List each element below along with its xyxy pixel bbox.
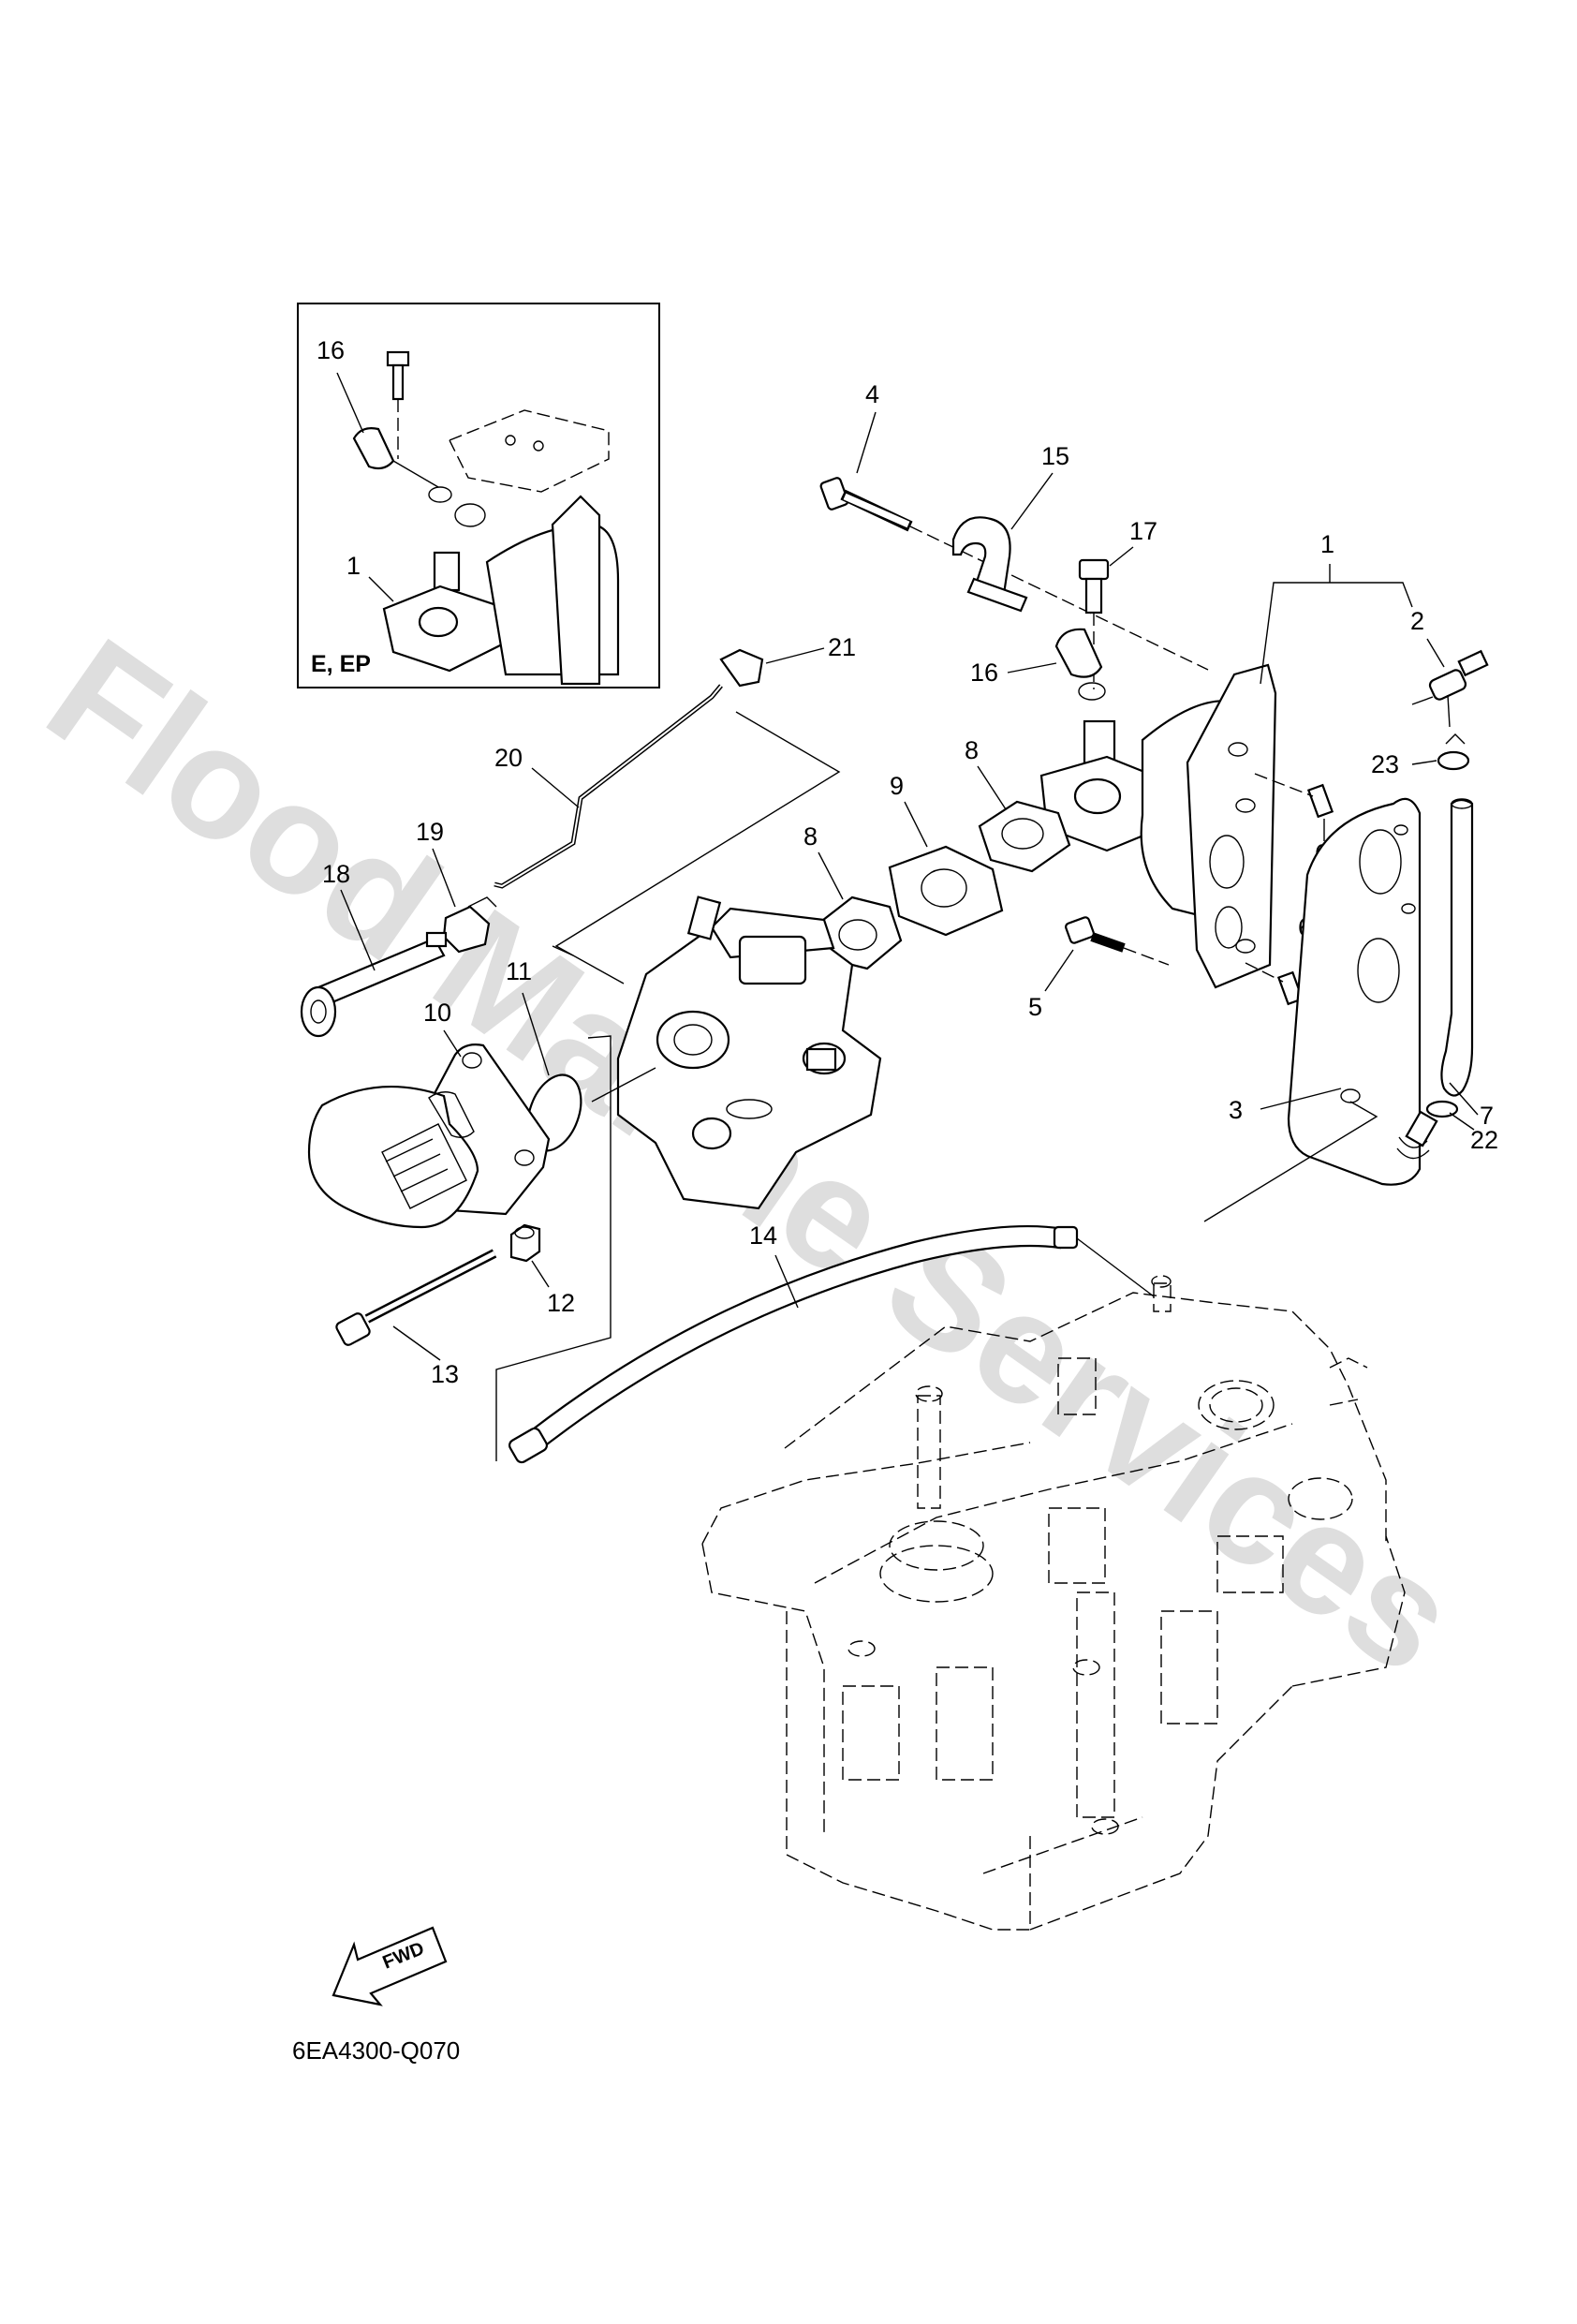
part-clip-23: [1437, 733, 1470, 771]
callout-11: 11: [506, 957, 532, 985]
inset-intake-manifold: [382, 495, 620, 686]
part-dowel-6b: [1245, 962, 1304, 1006]
callout-14: 14: [749, 1221, 777, 1250]
callout-10: 10: [423, 999, 451, 1027]
part-bolt-17: [1078, 558, 1110, 689]
inset-variant-label: E, EP: [311, 651, 371, 677]
part-carburetor: [616, 896, 882, 1210]
callout-16: 16: [970, 659, 998, 687]
callout-15: 15: [1041, 442, 1069, 470]
part-collar-12: [509, 1223, 541, 1263]
part-clip-21: [719, 648, 764, 688]
part-nipple: [1396, 1110, 1438, 1160]
callout-1: 1: [1320, 530, 1334, 558]
inset-callout-1: 1: [346, 552, 361, 580]
callout-13: 13: [431, 1360, 459, 1388]
part-clamp-15: [951, 516, 1028, 613]
part-dowel-6a: [1254, 773, 1334, 819]
callout-7: 7: [1480, 1102, 1494, 1130]
part-shaft-18: [300, 931, 448, 1038]
inset-box: 16 1 E, EP: [297, 303, 660, 688]
callout-20: 20: [494, 744, 523, 772]
part-long-bolt: [819, 477, 1209, 671]
callout-21: 21: [828, 633, 856, 661]
callout-2: 2: [1410, 607, 1424, 635]
callout-9: 9: [890, 772, 904, 800]
engine-block: [701, 1275, 1406, 1931]
callout-18: 18: [322, 860, 350, 888]
inset-bracket: [449, 409, 610, 493]
callout-4: 4: [865, 380, 879, 408]
part-silencer-10: [307, 1044, 551, 1229]
callout-19: 19: [416, 818, 444, 846]
inset-callout-16: 16: [317, 336, 345, 364]
callout-8b: 8: [965, 736, 979, 764]
callout-22: 22: [1470, 1126, 1498, 1154]
part-gasket-8a: [817, 896, 903, 970]
part-hose-14: [508, 1224, 1079, 1464]
callout-23: 23: [1371, 750, 1399, 778]
fwd-arrow-icon: FWD: [332, 1926, 448, 2006]
part-fitting-2: [1411, 649, 1489, 728]
part-intake-manifold: [1039, 663, 1277, 989]
part-gasket-8b: [978, 800, 1071, 873]
callout-17: 17: [1129, 517, 1157, 545]
part-bolt-5: [1065, 916, 1170, 966]
callout-5: 5: [1028, 993, 1042, 1021]
part-gasket-3: [1287, 797, 1422, 1186]
part-hose-7: [1440, 798, 1474, 1097]
inset-bolt: [386, 350, 410, 459]
callout-8a: 8: [803, 822, 818, 851]
diagram-code: 6EA4300-Q070: [292, 2036, 460, 2065]
part-clamp-16: [1054, 628, 1106, 701]
part-bolt-13: [335, 1249, 497, 1346]
part-spacer-9: [888, 845, 1004, 937]
inset-clamp: [352, 427, 486, 527]
callout-12: 12: [547, 1289, 575, 1317]
part-link-rod-20: [494, 684, 723, 889]
callout-3: 3: [1229, 1096, 1243, 1124]
